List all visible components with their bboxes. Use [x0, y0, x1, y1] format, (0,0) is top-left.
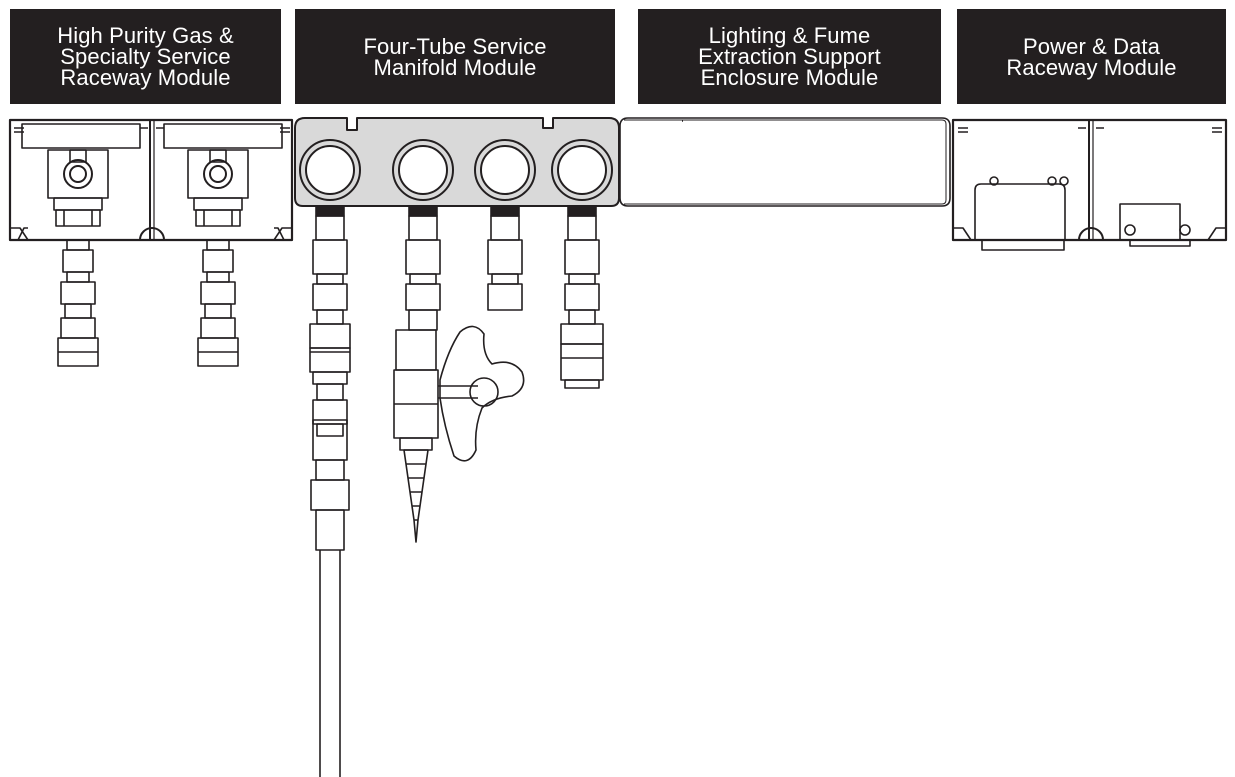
long-tube — [310, 419, 350, 777]
fitting-segment — [564, 283, 600, 311]
manifold-port — [480, 145, 530, 195]
fitting-segment — [564, 239, 600, 275]
power-data-raceway — [951, 118, 1228, 251]
module-label-text: Four-Tube Service Manifold Module — [363, 33, 547, 80]
gas-fitting — [197, 239, 239, 367]
fitting-segment — [312, 283, 348, 311]
fitting-segment — [487, 239, 523, 275]
gas-valves — [47, 149, 249, 227]
module-label-high-purity-gas: High Purity Gas & Specialty Service Race… — [10, 9, 281, 104]
fitting-segment — [408, 309, 438, 331]
fitting-segment — [560, 323, 604, 345]
module-label-text: High Purity Gas & Specialty Service Race… — [57, 23, 234, 90]
gas-valve — [47, 149, 109, 227]
tube-fitting-1 — [309, 205, 351, 437]
four-tube-manifold — [294, 117, 620, 207]
gas-raceway-module — [8, 118, 294, 242]
fitting-segment — [316, 383, 344, 401]
fitting-segment — [408, 215, 438, 241]
fitting-segment — [64, 303, 92, 319]
fitting-segment — [316, 309, 344, 325]
module-label-lighting-fume: Lighting & Fume Extraction Support Enclo… — [638, 9, 941, 104]
manifold-ports — [299, 139, 613, 201]
tube-fitting-3 — [487, 205, 523, 311]
module-label-text: Power & Data Raceway Module — [1006, 33, 1177, 80]
fitting-segment — [567, 215, 597, 241]
tube-fitting-2 — [405, 205, 441, 331]
fitting-segment — [66, 271, 90, 283]
fitting-segment — [560, 343, 604, 381]
module-label-power-data: Power & Data Raceway Module — [957, 9, 1226, 104]
gas-fitting — [57, 239, 99, 367]
fitting-segment — [206, 271, 230, 283]
fitting-segment — [66, 239, 90, 251]
tube-fittings — [309, 205, 604, 437]
tube-fitting-4 — [560, 205, 604, 389]
manifold-port — [305, 145, 355, 195]
fitting-segment — [316, 273, 344, 285]
fitting-segment — [309, 323, 351, 349]
fitting-segment — [206, 239, 230, 251]
fitting-segment — [204, 303, 232, 319]
fitting-segment — [62, 249, 94, 273]
fitting-segment — [200, 281, 236, 305]
fitting-segment — [568, 309, 596, 325]
fitting-segment — [60, 281, 96, 305]
fitting-segment — [568, 273, 596, 285]
needle-valve — [393, 325, 525, 543]
fitting-segment — [405, 239, 441, 275]
fitting-segment — [564, 379, 600, 389]
fitting-segment — [202, 249, 234, 273]
gas-valve — [187, 149, 249, 227]
fitting-segment — [312, 371, 348, 385]
fitting-segment — [316, 423, 344, 437]
fitting-segment — [487, 283, 523, 311]
manifold-port — [557, 145, 607, 195]
fitting-segment — [491, 273, 519, 285]
module-label-four-tube-manifold: Four-Tube Service Manifold Module — [295, 9, 615, 104]
manifold-port — [398, 145, 448, 195]
module-label-text: Lighting & Fume Extraction Support Enclo… — [698, 23, 881, 90]
fitting-segment — [60, 317, 96, 339]
lighting-fume-enclosure — [619, 117, 951, 207]
fitting-segment — [200, 317, 236, 339]
fitting-segment — [312, 239, 348, 275]
fitting-segment — [490, 215, 520, 241]
fitting-segment — [405, 283, 441, 311]
fitting-segment — [409, 273, 437, 285]
gas-fittings — [57, 239, 239, 367]
fitting-segment — [315, 215, 345, 241]
